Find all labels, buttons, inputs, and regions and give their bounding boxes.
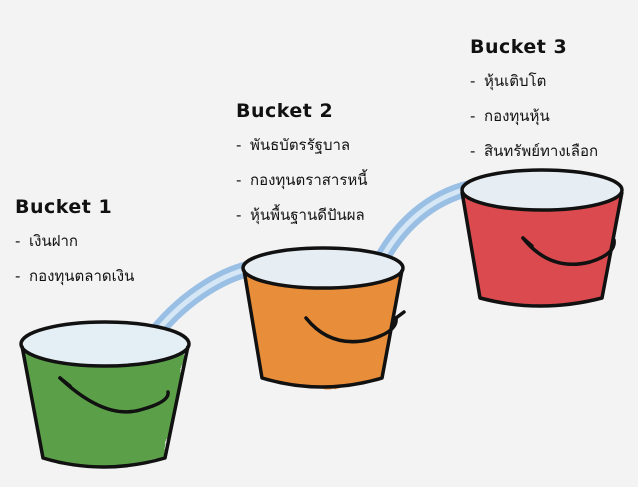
bucket-1-item: -เงินฝาก [15,232,78,250]
bucket-2-labels: Bucket 2 -พันธบัตรรัฐบาล -กองทุนตราสารหน… [236,100,368,227]
water-flow-2-to-3 [372,180,478,270]
bucket-3-icon [460,168,624,308]
bucket-3-item: -หุ้นเติบโต [470,72,547,90]
bucket-3-labels: Bucket 3 -หุ้นเติบโต -กองทุนหุ้น -สินทรั… [470,36,598,163]
bucket-2-title: Bucket 2 [236,100,334,122]
bucket-2-icon [241,246,406,389]
bucket-1-labels: Bucket 1 -เงินฝาก -กองทุนตลาดเงิน [15,196,134,288]
bucket-1-icon [19,320,191,469]
bucket-3-item: -กองทุนหุ้น [470,107,550,125]
bucket-2-item: -พันธบัตรรัฐบาล [236,136,351,154]
bucket-3-title: Bucket 3 [470,36,568,58]
bucket-2-item: -หุ้นพื้นฐานดีปันผล [236,206,365,224]
bucket-2-item: -กองทุนตราสารหนี้ [236,171,368,189]
bucket-1-title: Bucket 1 [15,196,113,218]
bucket-1-item: -กองทุนตลาดเงิน [15,267,135,285]
bucket-3-item: -สินทรัพย์ทางเลือก [470,142,599,160]
